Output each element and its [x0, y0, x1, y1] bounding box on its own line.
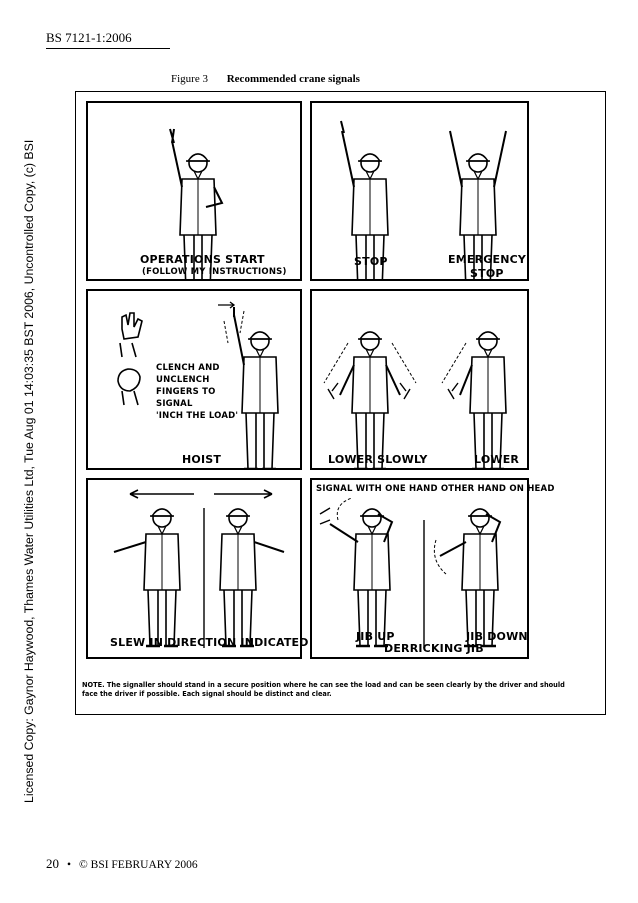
label-operations-start-sub: (FOLLOW MY INSTRUCTIONS): [142, 267, 287, 277]
hoist-note-line-2: UNCLENCH: [156, 375, 210, 385]
license-watermark: Licensed Copy: Gaynor Haywood, Thames Wa…: [22, 139, 36, 803]
footer-copyright: © BSI FEBRUARY 2006: [79, 859, 198, 871]
footer-separator: •: [67, 859, 72, 871]
label-jib-down: JIB DOWN: [466, 630, 528, 643]
hoist-illustration: [117, 301, 280, 468]
label-operations-start: OPERATIONS START: [140, 253, 265, 266]
label-lower-slowly: LOWER SLOWLY: [328, 453, 428, 466]
header-rule: [46, 48, 170, 49]
lower-illustration: [323, 330, 508, 468]
label-emergency-stop-1: EMERGENCY: [448, 253, 527, 266]
stop-illustration: [340, 120, 507, 279]
panel-operations-start: OPERATIONS START (FOLLOW MY INSTRUCTIONS…: [86, 101, 302, 281]
page-footer: 20 • © BSI FEBRUARY 2006: [46, 856, 198, 872]
label-hoist: HOIST: [182, 453, 222, 466]
figure-title: Recommended crane signals: [226, 73, 360, 85]
label-jib-up: JIB UP: [356, 630, 395, 643]
panel-derricking-jib: SIGNAL WITH ONE HAND OTHER HAND ON HEAD …: [310, 478, 554, 659]
slew-illustration: [113, 489, 285, 648]
page-number: 20: [46, 856, 59, 871]
label-stop: STOP: [354, 255, 388, 268]
derricking-jib-instruction: SIGNAL WITH ONE HAND OTHER HAND ON HEAD: [316, 484, 555, 494]
label-slew: SLEW IN DIRECTION INDICATED: [110, 636, 309, 649]
panel-slew: SLEW IN DIRECTION INDICATED: [86, 478, 308, 659]
figure-frame: [75, 91, 606, 715]
hoist-note-line-5: 'INCH THE LOAD': [156, 411, 239, 421]
label-emergency-stop-2: STOP: [470, 267, 504, 280]
standard-number: BS 7121-1:2006: [46, 30, 132, 45]
panel-stop: STOP EMERGENCY STOP: [310, 101, 529, 281]
panel-hoist: CLENCH AND UNCLENCH FINGERS TO SIGNAL 'I…: [86, 289, 302, 470]
derricking-jib-illustration: [319, 497, 502, 648]
panel-lower: LOWER SLOWLY LOWER: [310, 289, 529, 470]
hoist-note-line-1: CLENCH AND: [156, 363, 220, 373]
label-lower: LOWER: [474, 453, 520, 466]
figure-note: NOTE. The signaller should stand in a se…: [82, 681, 565, 698]
figure-caption: Figure 3 Recommended crane signals: [171, 73, 360, 85]
operations-start-illustration: [169, 128, 224, 279]
figure-number: Figure 3: [171, 73, 208, 85]
label-derricking-jib: DERRICKING JIB: [384, 642, 484, 655]
hoist-note-line-4: SIGNAL: [156, 399, 193, 409]
hoist-note-line-3: FINGERS TO: [156, 387, 216, 397]
